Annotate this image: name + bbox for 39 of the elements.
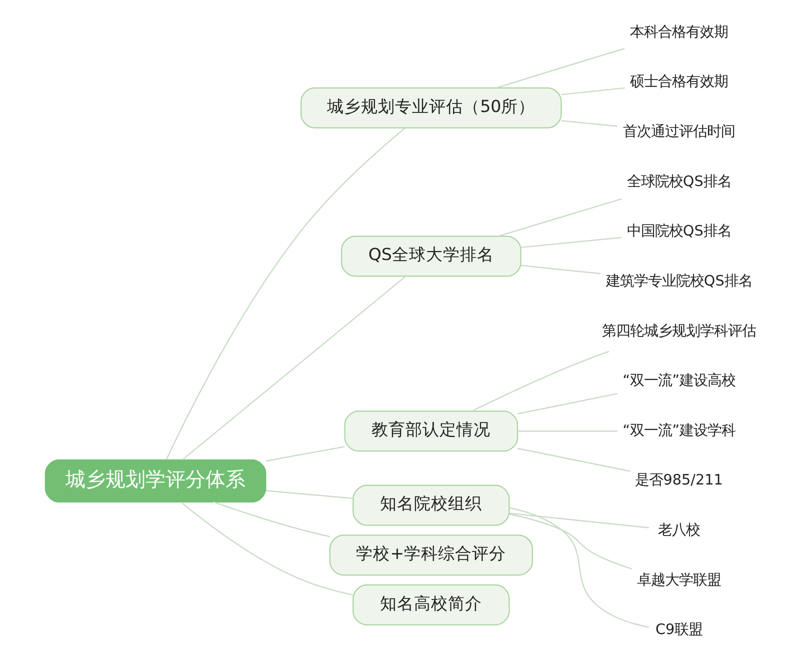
node-text: 第四轮城乡规划学科评估 bbox=[602, 323, 756, 340]
connector bbox=[560, 87, 624, 96]
connector bbox=[182, 276, 406, 460]
connector bbox=[471, 350, 609, 412]
node-text: “双一流”建设高校 bbox=[622, 373, 736, 390]
connector bbox=[516, 392, 618, 414]
node-box: 城乡规划专业评估（50所） bbox=[300, 87, 562, 128]
node-text: 卓越大学联盟 bbox=[636, 572, 721, 588]
connector bbox=[520, 264, 600, 274]
node-text: 老八校 bbox=[658, 522, 700, 538]
connector bbox=[560, 120, 617, 127]
node-text: 硕士合格有效期 bbox=[630, 74, 728, 90]
node-text: 全球院校QS排名 bbox=[626, 174, 731, 190]
connector bbox=[516, 448, 630, 472]
node-box: 城乡规划学评分体系 bbox=[44, 459, 266, 503]
connector bbox=[508, 512, 649, 528]
connector bbox=[265, 446, 344, 462]
node-box: 知名院校组织 bbox=[352, 484, 510, 526]
node-box: 教育部认定情况 bbox=[344, 410, 518, 452]
node-text: 本科合格有效期 bbox=[630, 24, 728, 40]
connector bbox=[265, 490, 353, 500]
connector bbox=[212, 501, 330, 538]
node-text: 是否985/211 bbox=[634, 472, 722, 489]
connector bbox=[520, 236, 622, 248]
connector bbox=[165, 128, 405, 460]
node-box: 学校+学科综合评分 bbox=[328, 534, 532, 576]
node-text: 首次通过评估时间 bbox=[622, 124, 735, 140]
connector bbox=[496, 48, 624, 89]
node-text: 建筑学专业院校QS排名 bbox=[605, 273, 752, 290]
node-box: 知名高校简介 bbox=[352, 584, 510, 626]
node-box: QS全球大学排名 bbox=[340, 236, 521, 277]
node-text: C9联盟 bbox=[655, 622, 702, 638]
connector bbox=[508, 507, 649, 628]
connector bbox=[517, 430, 618, 432]
node-text: 中国院校QS排名 bbox=[626, 224, 731, 240]
connector bbox=[497, 198, 622, 237]
connector bbox=[508, 514, 632, 570]
connector bbox=[180, 502, 352, 596]
node-text: “双一流”建设学科 bbox=[622, 422, 736, 439]
